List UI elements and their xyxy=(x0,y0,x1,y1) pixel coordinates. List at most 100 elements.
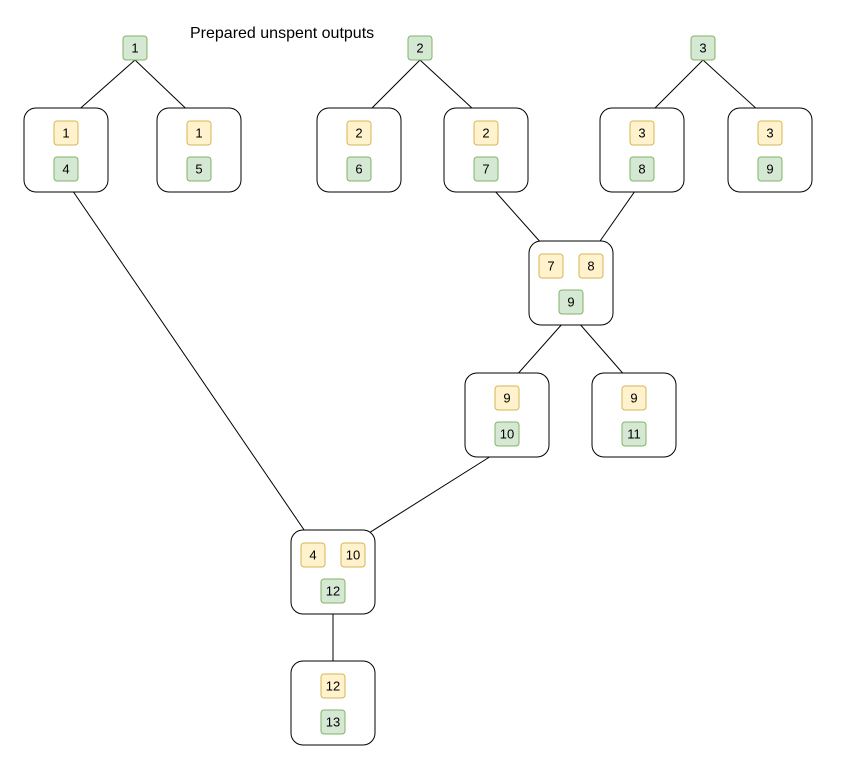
transaction-box: 27 xyxy=(443,107,529,193)
input-1-label: 1 xyxy=(62,126,69,141)
input-8-label: 8 xyxy=(587,259,594,274)
input-7-shape xyxy=(538,253,564,279)
input-3: 3 xyxy=(757,120,783,146)
output-9-label: 9 xyxy=(766,162,773,177)
output-13: 13 xyxy=(320,709,346,735)
input-1-shape xyxy=(53,120,79,146)
transaction-box: 38 xyxy=(599,107,685,193)
output-6-label: 6 xyxy=(355,162,362,177)
root-output-3: 3 xyxy=(690,35,716,61)
output-11: 11 xyxy=(621,421,647,447)
diagram-title: Prepared unspent outputs xyxy=(190,25,374,42)
input-3-shape xyxy=(629,120,655,146)
input-3-label: 3 xyxy=(638,126,645,141)
root-output-2-label: 2 xyxy=(416,41,423,56)
input-1: 1 xyxy=(186,120,212,146)
output-9: 9 xyxy=(757,156,783,182)
transaction-box: 15 xyxy=(156,107,242,193)
input-9-label: 9 xyxy=(630,391,637,406)
output-7: 7 xyxy=(473,156,499,182)
input-8-shape xyxy=(578,253,604,279)
transaction-frame xyxy=(290,660,376,746)
transaction-box: 39 xyxy=(727,107,813,193)
transaction-box: 4 10 12 xyxy=(290,529,376,615)
output-9-label: 9 xyxy=(567,295,574,310)
input-7-label: 7 xyxy=(547,259,554,274)
input-12-shape xyxy=(320,673,346,699)
output-13-shape xyxy=(320,709,346,735)
input-2: 2 xyxy=(346,120,372,146)
output-9: 9 xyxy=(558,289,584,315)
output-12-label: 12 xyxy=(326,584,340,599)
input-2-shape xyxy=(346,120,372,146)
input-3: 3 xyxy=(629,120,655,146)
transaction-box: 7 8 9 xyxy=(528,240,614,326)
transaction-frame xyxy=(23,107,109,193)
root-output-3-label: 3 xyxy=(699,41,706,56)
edge-arrow xyxy=(352,445,508,544)
output-9-shape xyxy=(757,156,783,182)
transaction-box: 14 xyxy=(23,107,109,193)
output-8-label: 8 xyxy=(638,162,645,177)
output-9-shape xyxy=(558,289,584,315)
input-1-label: 1 xyxy=(195,126,202,141)
transaction-box: 9 11 xyxy=(591,372,677,458)
input-9: 9 xyxy=(621,385,647,411)
transaction-box: 26 xyxy=(316,107,402,193)
output-7-shape xyxy=(473,156,499,182)
output-12: 12 xyxy=(320,578,346,604)
output-11-label: 11 xyxy=(627,427,641,442)
input-9-shape xyxy=(494,385,520,411)
input-9-shape xyxy=(621,385,647,411)
input-1: 1 xyxy=(53,120,79,146)
output-5: 5 xyxy=(186,156,212,182)
output-4: 4 xyxy=(53,156,79,182)
input-9-label: 9 xyxy=(503,391,510,406)
input-10-label: 10 xyxy=(346,548,360,563)
transaction-frame xyxy=(443,107,529,193)
transaction-frame xyxy=(727,107,813,193)
input-4-shape xyxy=(300,542,326,568)
input-3-shape xyxy=(757,120,783,146)
output-7-label: 7 xyxy=(482,162,489,177)
output-13-label: 13 xyxy=(326,715,340,730)
transaction-frame xyxy=(464,372,550,458)
input-10: 10 xyxy=(340,542,366,568)
transaction-frame xyxy=(316,107,402,193)
input-2-shape xyxy=(473,120,499,146)
root-output-1: 1 xyxy=(122,35,148,61)
input-2: 2 xyxy=(473,120,499,146)
transaction-frame xyxy=(591,372,677,458)
output-11-shape xyxy=(621,421,647,447)
output-6: 6 xyxy=(346,156,372,182)
root-output-2-shape xyxy=(407,35,433,61)
edge-arrow xyxy=(65,180,314,544)
output-6-shape xyxy=(346,156,372,182)
root-output-1-shape xyxy=(122,35,148,61)
transaction-frame xyxy=(156,107,242,193)
output-4-shape xyxy=(53,156,79,182)
output-12-shape xyxy=(320,578,346,604)
input-12-label: 12 xyxy=(326,679,340,694)
transaction-box: 12 13 xyxy=(290,660,376,746)
output-5-label: 5 xyxy=(195,162,202,177)
root-output-2: 2 xyxy=(407,35,433,61)
output-8-shape xyxy=(629,156,655,182)
input-1-shape xyxy=(186,120,212,146)
input-7: 7 xyxy=(538,253,564,279)
root-output-1-label: 1 xyxy=(131,41,138,56)
output-10-label: 10 xyxy=(500,427,514,442)
transaction-box: 9 10 xyxy=(464,372,550,458)
input-4-label: 4 xyxy=(309,548,316,563)
input-8: 8 xyxy=(578,253,604,279)
root-output-3-shape xyxy=(690,35,716,61)
input-12: 12 xyxy=(320,673,346,699)
input-2-label: 2 xyxy=(482,126,489,141)
output-8: 8 xyxy=(629,156,655,182)
input-3-label: 3 xyxy=(766,126,773,141)
input-2-label: 2 xyxy=(355,126,362,141)
output-5-shape xyxy=(186,156,212,182)
output-10: 10 xyxy=(494,421,520,447)
